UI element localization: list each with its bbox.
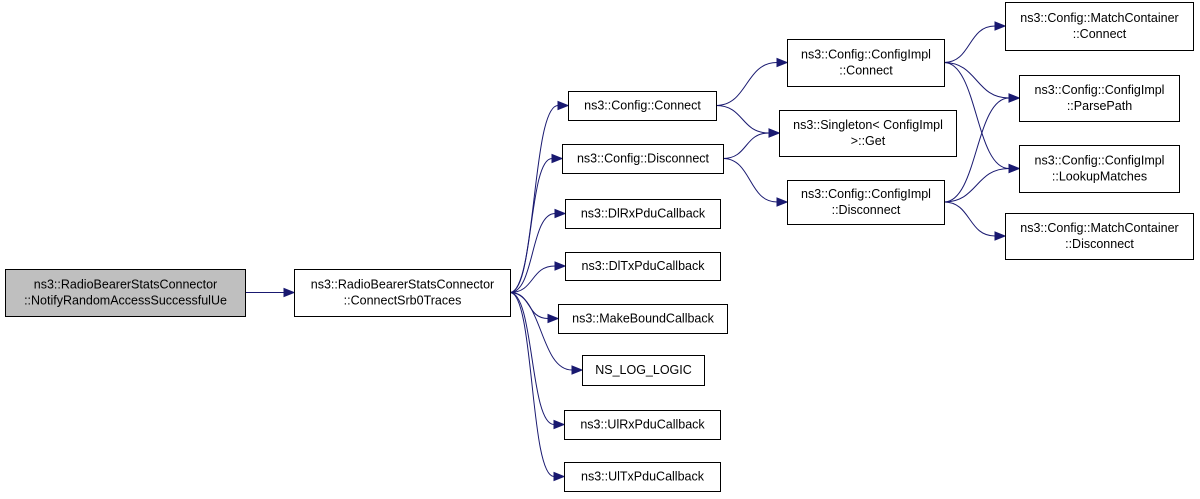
node-ul-rx[interactable]: ns3::UlRxPduCallback [564,410,721,440]
node-box [564,462,721,492]
edge-impl-disconnect-to-lookup-matches [943,163,1021,203]
node-config-connect[interactable]: ns3::Config::Connect [568,91,717,121]
node-box [558,304,728,334]
node-label-line: ns3::Config::MatchContainer [1020,221,1178,235]
edge-connect-srb0-to-dl-tx [509,261,567,293]
node-impl-disconnect[interactable]: ns3::Config::ConfigImpl::Disconnect [787,180,945,225]
node-config-disconnect[interactable]: ns3::Config::Disconnect [562,144,724,174]
node-make-bound[interactable]: ns3::MakeBoundCallback [558,304,728,334]
node-label-line: ::Connect [839,64,893,78]
edge-connect-srb0-to-dl-rx [509,208,567,293]
node-box [582,355,705,386]
node-box [787,39,945,87]
node-box [564,410,721,440]
edge-connect-srb0-to-ul-rx [509,292,566,430]
node-box [562,144,724,174]
node-label-line: ns3::Config::Connect [584,99,701,113]
node-box [1019,75,1180,122]
node-label-line: ns3::Config::Disconnect [577,152,710,166]
node-label-line: ns3::UlTxPduCallback [581,470,705,484]
node-impl-connect[interactable]: ns3::Config::ConfigImpl::Connect [787,39,945,87]
node-box [568,91,717,121]
node-label-line: ::ConnectSrb0Traces [344,294,462,308]
node-box [1005,213,1194,260]
node-mc-disconnect[interactable]: ns3::Config::MatchContainer::Disconnect [1005,213,1194,260]
edge-connect-srb0-to-config-disconnect [509,153,564,293]
node-box [787,180,945,225]
edge-root-to-connect-srb0 [245,287,296,298]
node-ul-tx[interactable]: ns3::UlTxPduCallback [564,462,721,492]
node-parse-path[interactable]: ns3::Config::ConfigImpl::ParsePath [1019,75,1180,122]
edge-impl-connect-to-mc-connect [943,21,1007,63]
node-box [294,269,511,317]
node-connect-srb0[interactable]: ns3::RadioBearerStatsConnector::ConnectS… [294,269,511,317]
node-label-line: ns3::MakeBoundCallback [572,312,714,326]
node-label-line: ns3::Config::ConfigImpl [1035,83,1165,97]
node-label-line: ::Disconnect [832,203,901,217]
node-label-line: ::NotifyRandomAccessSuccessfulUe [24,294,227,308]
node-label-line: ns3::DlRxPduCallback [581,207,706,221]
call-edges [245,21,1021,482]
edge-config-disconnect-to-singleton-get [722,128,781,159]
node-root[interactable]: ns3::RadioBearerStatsConnector::NotifyRa… [5,269,246,317]
node-box [565,252,721,281]
node-label-line: ns3::Config::ConfigImpl [801,48,931,62]
node-lookup-matches[interactable]: ns3::Config::ConfigImpl::LookupMatches [1019,145,1180,193]
node-mc-connect[interactable]: ns3::Config::MatchContainer::Connect [1005,2,1194,51]
node-box [1019,145,1180,193]
node-box [5,269,246,317]
node-label-line: ns3::DlTxPduCallback [582,259,706,273]
node-label-line: ns3::UlRxPduCallback [580,418,705,432]
node-singleton-get[interactable]: ns3::Singleton< ConfigImpl >::Get [779,110,957,157]
node-label-line: ns3::RadioBearerStatsConnector [311,278,494,292]
node-label-line: ::ParsePath [1067,99,1132,113]
node-dl-tx[interactable]: ns3::DlTxPduCallback [565,252,721,281]
edge-impl-disconnect-to-parse-path [943,93,1021,203]
edge-connect-srb0-to-ns-log [509,292,584,375]
edge-impl-connect-to-parse-path [943,62,1021,103]
edge-config-connect-to-impl-connect [715,57,789,106]
edge-impl-disconnect-to-mc-disconnect [943,201,1007,241]
node-label-line: ns3::Config::ConfigImpl [801,187,931,201]
edge-connect-srb0-to-ul-tx [509,292,566,482]
node-box [1005,2,1194,51]
node-label-line: NS_LOG_LOGIC [595,363,692,377]
node-label-line: ::Connect [1073,27,1127,41]
node-box [779,110,957,157]
edge-config-disconnect-to-impl-disconnect [722,158,789,207]
function-nodes: ns3::RadioBearerStatsConnector::NotifyRa… [5,2,1194,492]
node-ns-log[interactable]: NS_LOG_LOGIC [582,355,705,386]
node-label-line: ns3::RadioBearerStatsConnector [34,278,217,292]
node-label-line: ns3::Config::MatchContainer [1020,11,1178,25]
node-label-line: ns3::Config::ConfigImpl [1035,154,1165,168]
node-label-line: ::Disconnect [1065,237,1134,251]
node-label-line: ::LookupMatches [1052,170,1147,184]
node-dl-rx[interactable]: ns3::DlRxPduCallback [565,199,721,229]
node-label-line: >::Get [851,134,886,148]
node-label-line: ns3::Singleton< ConfigImpl [793,118,943,132]
node-box [565,199,721,229]
